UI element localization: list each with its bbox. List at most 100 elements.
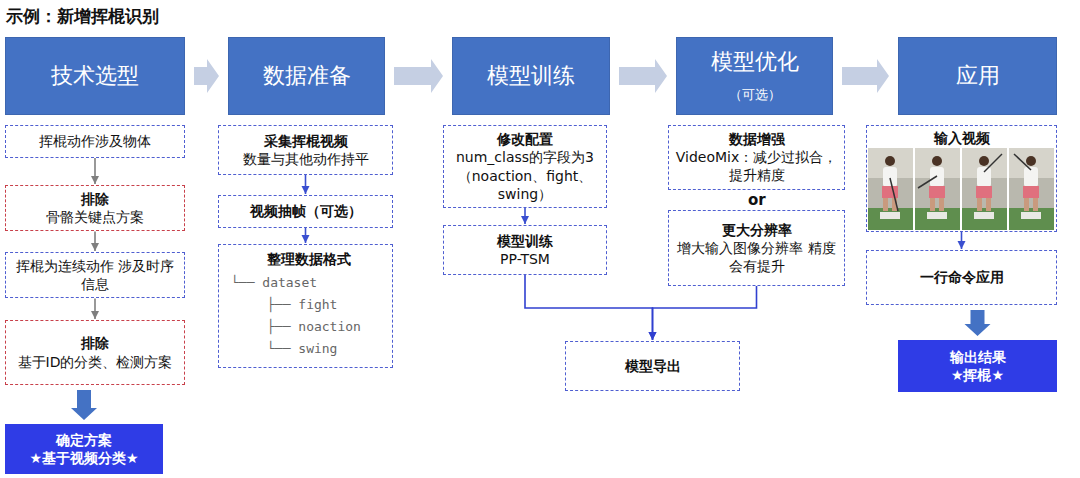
- connector: [965, 310, 991, 336]
- step-box: 视频抽帧（可选）: [218, 195, 393, 228]
- arrow-head: [649, 332, 657, 340]
- stage-heading: 模型训练: [459, 62, 603, 90]
- video-frame: [915, 148, 960, 230]
- result-box: 输出结果★挥棍★: [898, 340, 1057, 392]
- connector: [302, 228, 310, 243]
- box-heading: 整理数据格式: [231, 250, 386, 268]
- golf-swing-frames: [868, 148, 1054, 230]
- arrow-head: [302, 235, 310, 243]
- stage-heading: 数据准备: [235, 62, 378, 90]
- box-heading: 数据增强: [675, 130, 838, 148]
- stage-header: 模型优化 （可选）: [676, 37, 833, 115]
- video-frame: [868, 148, 913, 230]
- stage-heading: 应用: [905, 62, 1050, 90]
- stage-header: 模型训练: [452, 37, 610, 115]
- stage-heading: 模型优化: [683, 48, 826, 76]
- block-arrow: [71, 390, 97, 420]
- merge-line: [653, 286, 757, 340]
- box-heading: 输入视频: [873, 129, 1050, 147]
- video-frame: [962, 148, 1007, 230]
- box-text: VideoMix：减少过拟合，提升精度: [675, 148, 838, 184]
- stage-header: 技术选型: [5, 37, 185, 115]
- stage-header: 应用: [898, 37, 1057, 115]
- or-label: or: [745, 191, 769, 209]
- stage-note: （可选）: [683, 87, 826, 104]
- arrow-head: [91, 243, 99, 251]
- arrow-head: [521, 216, 529, 224]
- box-heading: 模型导出: [572, 357, 733, 375]
- box-text: 基于ID的分类、检测方案: [12, 353, 178, 371]
- box-text: PP-TSM: [450, 250, 600, 268]
- box-heading: 排除: [12, 334, 178, 352]
- result-box: 确定方案★基于视频分类★: [5, 424, 163, 474]
- connector: [71, 390, 97, 420]
- step-box: 数据增强VideoMix：减少过拟合，提升精度: [668, 125, 845, 190]
- connector: [649, 286, 757, 340]
- connector: [194, 59, 219, 93]
- result-text: 输出结果: [904, 348, 1051, 366]
- tree-box: 整理数据格式 └── dataset├── fight├── noaction└─…: [218, 244, 393, 368]
- arrow-head: [91, 311, 99, 319]
- video-box: 输入视频: [866, 125, 1057, 232]
- step-box: 挥棍动作涉及物体: [5, 125, 185, 158]
- result-text: 确定方案: [11, 431, 157, 449]
- connector: [91, 298, 99, 319]
- box-heading: 视频抽帧（可选）: [225, 202, 386, 220]
- tree-item: ├── fight: [231, 294, 386, 316]
- step-box: 修改配置num_class的字段为3（noaction、fight、swing）: [443, 125, 607, 208]
- box-text: num_class的字段为3（noaction、fight、swing）: [450, 148, 600, 203]
- tree-root: └── dataset: [231, 272, 386, 294]
- arrow-head: [91, 176, 99, 184]
- result-text: ★挥棍★: [904, 366, 1051, 384]
- stage-header: 数据准备: [228, 37, 385, 115]
- stage-arrow: [842, 59, 889, 93]
- connector: [91, 231, 99, 251]
- stage-arrow: [619, 59, 667, 93]
- step-box: 更大分辨率增大输入图像分辨率 精度会有提升: [668, 210, 845, 286]
- box-heading: 更大分辨率: [675, 221, 838, 239]
- connector: [91, 158, 99, 184]
- box-text: 挥棍为连续动作 涉及时序信息: [12, 257, 178, 293]
- stage-heading: 技术选型: [12, 62, 178, 90]
- connector: [619, 59, 667, 93]
- tree-item: └── swing: [231, 338, 386, 360]
- video-frame: [1009, 148, 1054, 230]
- stage-arrow: [394, 59, 443, 93]
- connector: [842, 59, 889, 93]
- arrow-head: [958, 241, 966, 249]
- box-text: 数量与其他动作持平: [225, 150, 386, 168]
- excluded-box: 排除骨骼关键点方案: [5, 185, 185, 231]
- box-text: 挥棍动作涉及物体: [12, 132, 178, 150]
- arrow-head: [649, 332, 657, 340]
- result-text: ★基于视频分类★: [11, 449, 157, 467]
- golf-club: [918, 176, 937, 188]
- box-heading: 排除: [12, 190, 178, 208]
- step-box: 模型训练PP-TSM: [443, 225, 607, 275]
- step-box: 挥棍为连续动作 涉及时序信息: [5, 252, 185, 298]
- stage-arrow: [194, 59, 219, 93]
- excluded-box: 排除基于ID的分类、检测方案: [5, 320, 185, 385]
- connector: [302, 175, 310, 194]
- merge-line: [525, 275, 653, 340]
- box-heading: 一行命令应用: [873, 268, 1050, 286]
- connector: [394, 59, 443, 93]
- box-text: 增大输入图像分辨率 精度会有提升: [675, 239, 838, 275]
- block-arrow: [965, 310, 991, 336]
- box-text: 骨骼关键点方案: [12, 208, 178, 226]
- step-box: 模型导出: [565, 341, 740, 391]
- box-heading: 修改配置: [450, 130, 600, 148]
- box-heading: 采集挥棍视频: [225, 132, 386, 150]
- golf-club: [984, 154, 1002, 172]
- arrow-head: [302, 186, 310, 194]
- step-box: 采集挥棍视频数量与其他动作持平: [218, 125, 393, 175]
- step-box: 一行命令应用: [866, 250, 1057, 305]
- connector: [958, 232, 966, 249]
- tree-item: ├── noaction: [231, 316, 386, 338]
- box-heading: 模型训练: [450, 232, 600, 250]
- connector: [521, 208, 529, 224]
- golf-club: [890, 178, 898, 211]
- diagram-title: 示例：新增挥棍识别: [6, 5, 159, 28]
- connector: [525, 275, 657, 340]
- golf-club: [1014, 154, 1031, 170]
